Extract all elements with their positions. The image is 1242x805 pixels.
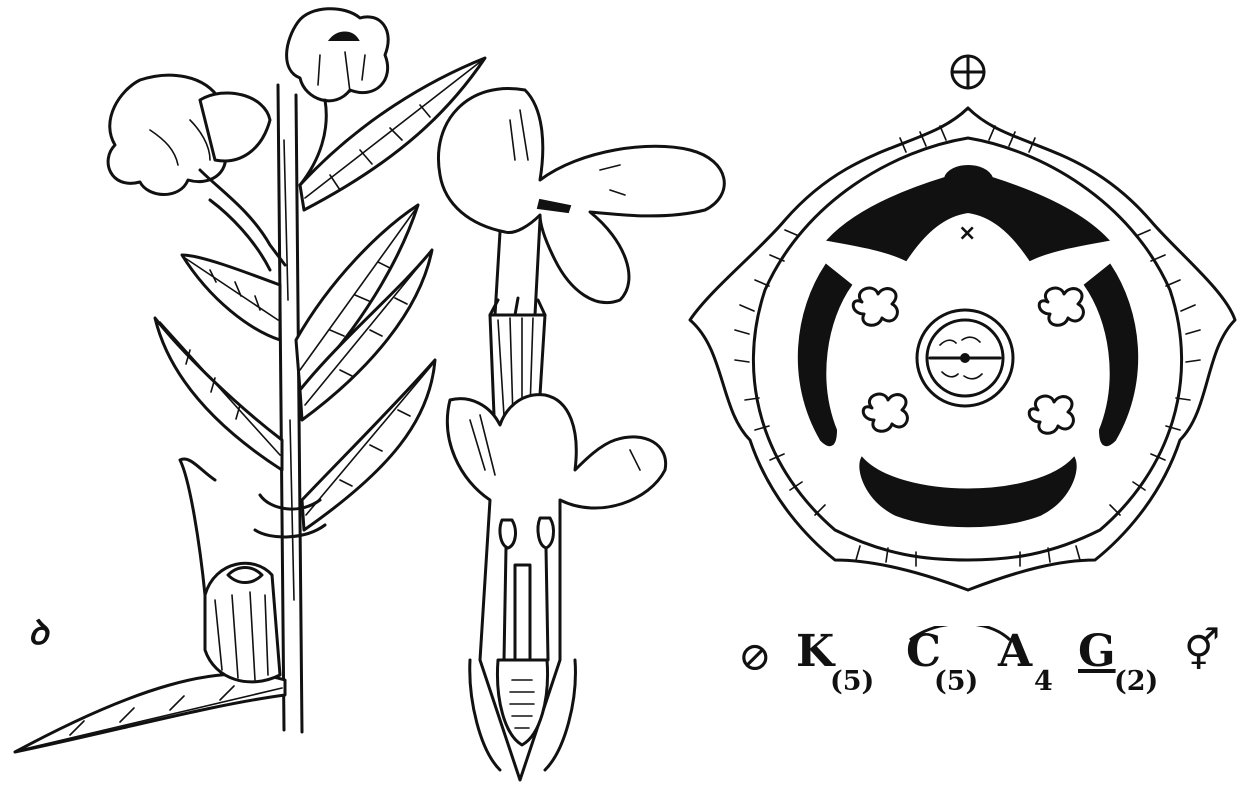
leaf xyxy=(155,318,282,470)
plant-shoot xyxy=(15,9,485,752)
posterior-mark: × xyxy=(958,221,976,246)
stamen xyxy=(500,520,515,548)
adhesion-arc xyxy=(738,626,1238,716)
specimen-mark: ꝺ xyxy=(28,608,48,654)
leaf xyxy=(15,674,285,752)
flower-left xyxy=(108,75,285,270)
leaf xyxy=(182,255,280,340)
stem-left-edge xyxy=(278,85,284,730)
floral-formula: ⊘ K (5) C (5) A 4 G (2) ⚥ xyxy=(738,626,1238,716)
floral-diagram: × xyxy=(690,56,1235,590)
stamen xyxy=(538,518,553,548)
flower-section xyxy=(447,395,665,780)
